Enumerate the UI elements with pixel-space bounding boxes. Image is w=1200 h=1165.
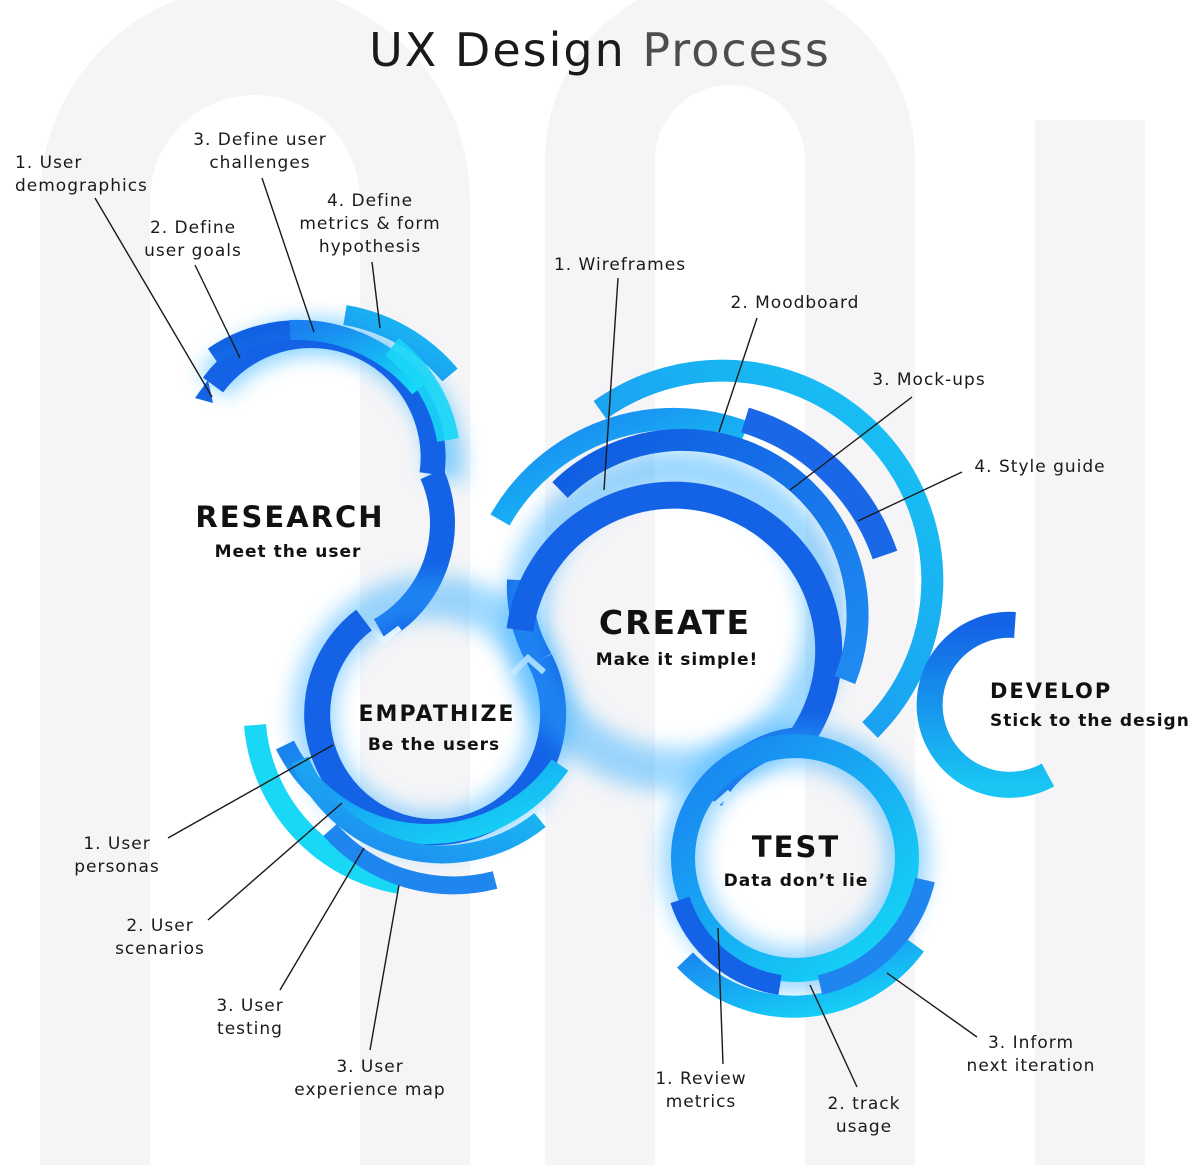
leader-empathize-1: [167, 744, 334, 839]
test-title: TEST: [752, 830, 840, 864]
leader-research-1: [94, 197, 213, 398]
test-tagline: Data don’t lie: [724, 871, 869, 891]
create-stage: CREATE Make it simple!: [490, 359, 944, 792]
leader-lines: [94, 177, 978, 1088]
empathize-arc-testing: [291, 756, 546, 864]
leader-empathize-4: [369, 884, 400, 1051]
test-arc-review-metrics: [670, 896, 782, 995]
empathize-tagline: Be the users: [368, 735, 500, 755]
create-step-4-label: 4. Style guide: [974, 457, 1105, 477]
leader-research-4: [371, 261, 381, 329]
leader-create-1: [603, 277, 619, 491]
test-arc-inform-iteration: [817, 877, 935, 995]
develop-tagline: Stick to the design: [990, 711, 1190, 731]
develop-stage: DEVELOP Stick to the design: [916, 611, 1190, 798]
research-arc-user-challenges: [343, 305, 458, 382]
leader-research-3: [261, 177, 315, 333]
develop-ring: [916, 611, 1055, 798]
create-arc-moodboard: [552, 429, 869, 685]
leader-test-1: [717, 927, 724, 1065]
research-title: RESEARCH: [195, 500, 384, 534]
create-arc-wireframes: [490, 407, 749, 526]
research-tagline: Meet the user: [215, 542, 362, 562]
create-tagline: Make it simple!: [596, 650, 759, 670]
leader-empathize-2: [207, 802, 343, 921]
empathize-arc-personas: [244, 723, 402, 894]
leader-create-2: [718, 317, 758, 433]
create-ring-base: [506, 481, 843, 748]
leader-test-3: [886, 972, 978, 1038]
background-watermark: [40, 0, 1145, 1165]
research-stage: RESEARCH Meet the user: [195, 305, 464, 562]
create-arc-style-guide: [741, 407, 898, 560]
test-stage: TEST Data don’t lie: [661, 724, 935, 1018]
leader-create-3: [789, 396, 913, 491]
leader-research-2: [194, 264, 241, 359]
leader-empathize-3: [279, 847, 365, 991]
create-arc-mockups: [593, 359, 944, 738]
empathize-title: EMPATHIZE: [359, 702, 516, 727]
test-arc-track-usage: [677, 938, 924, 1018]
test-ring-base: [671, 734, 919, 982]
create-step-1-label: 1. Wireframes: [554, 255, 686, 275]
leader-test-2: [809, 984, 858, 1088]
leader-create-4: [857, 471, 963, 522]
empathize-arc-experience-map: [323, 823, 498, 895]
page-title: UX Design Process: [369, 23, 831, 77]
create-step-3-label: 3. Mock-ups: [872, 370, 985, 390]
create-step-labels: 1. Wireframes 2. Moodboard 3. Mock-ups 4…: [554, 255, 1105, 477]
create-step-2-label: 2. Moodboard: [731, 293, 860, 313]
develop-title: DEVELOP: [990, 679, 1112, 703]
research-arc-metrics-hypothesis: [385, 338, 459, 443]
create-title: CREATE: [599, 603, 751, 642]
research-start-tip: [195, 380, 213, 403]
